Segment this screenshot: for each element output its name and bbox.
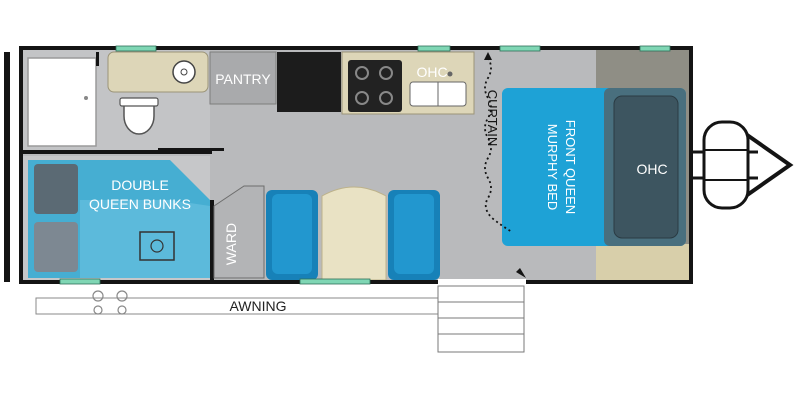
bunk-pillow-bottom (34, 222, 78, 272)
ward-label: WARD (223, 223, 239, 265)
toilet-icon (123, 101, 155, 135)
outdoor-burner-icons (92, 290, 128, 315)
bath-wall-ext (158, 148, 224, 151)
wall-rear (19, 46, 23, 284)
bed-label-line1: FRONT QUEEN (563, 120, 578, 214)
bath-wall-v (96, 52, 99, 66)
burner-icons (355, 66, 393, 105)
front-cap-floor (596, 244, 690, 280)
sink-icon (172, 60, 196, 84)
wall-top (19, 46, 692, 50)
dinette-table (321, 186, 387, 281)
refrigerator (277, 52, 341, 112)
bath-wall-h (22, 150, 212, 154)
bunk-mattress-lower (80, 200, 210, 278)
bunk-pillow-top (34, 164, 78, 214)
bed-pillow (613, 95, 679, 239)
shower-drain (84, 96, 88, 100)
wall-front (689, 46, 693, 284)
shower (27, 57, 97, 147)
curtain-label: CURTAIN (485, 90, 500, 147)
bunks-label-line2: QUEEN BUNKS (89, 196, 191, 212)
curtain-arrow-bottom (516, 268, 526, 278)
entry-door (438, 279, 526, 285)
bunks-label-line1: DOUBLE (111, 177, 169, 193)
curtain-line (484, 57, 513, 233)
bunk-sink-icon (139, 231, 175, 261)
bunk-wall-v (210, 200, 214, 280)
stove-icon (348, 60, 402, 112)
entry-steps (437, 285, 525, 353)
bed-label-line2: MURPHY BED (545, 124, 560, 210)
ohc-kitchen-label: OHC (416, 64, 447, 80)
propane-tank (702, 120, 750, 210)
hitch (693, 120, 794, 210)
pantry-label: PANTRY (215, 71, 271, 87)
pantry-cabinet (209, 51, 277, 105)
ohc-front-label: OHC (636, 161, 667, 177)
curtain-arrow-top (484, 52, 492, 60)
rear-bumper (4, 52, 10, 282)
wardrobe (213, 185, 265, 279)
windows (59, 45, 671, 285)
awning-label: AWNING (229, 298, 286, 314)
